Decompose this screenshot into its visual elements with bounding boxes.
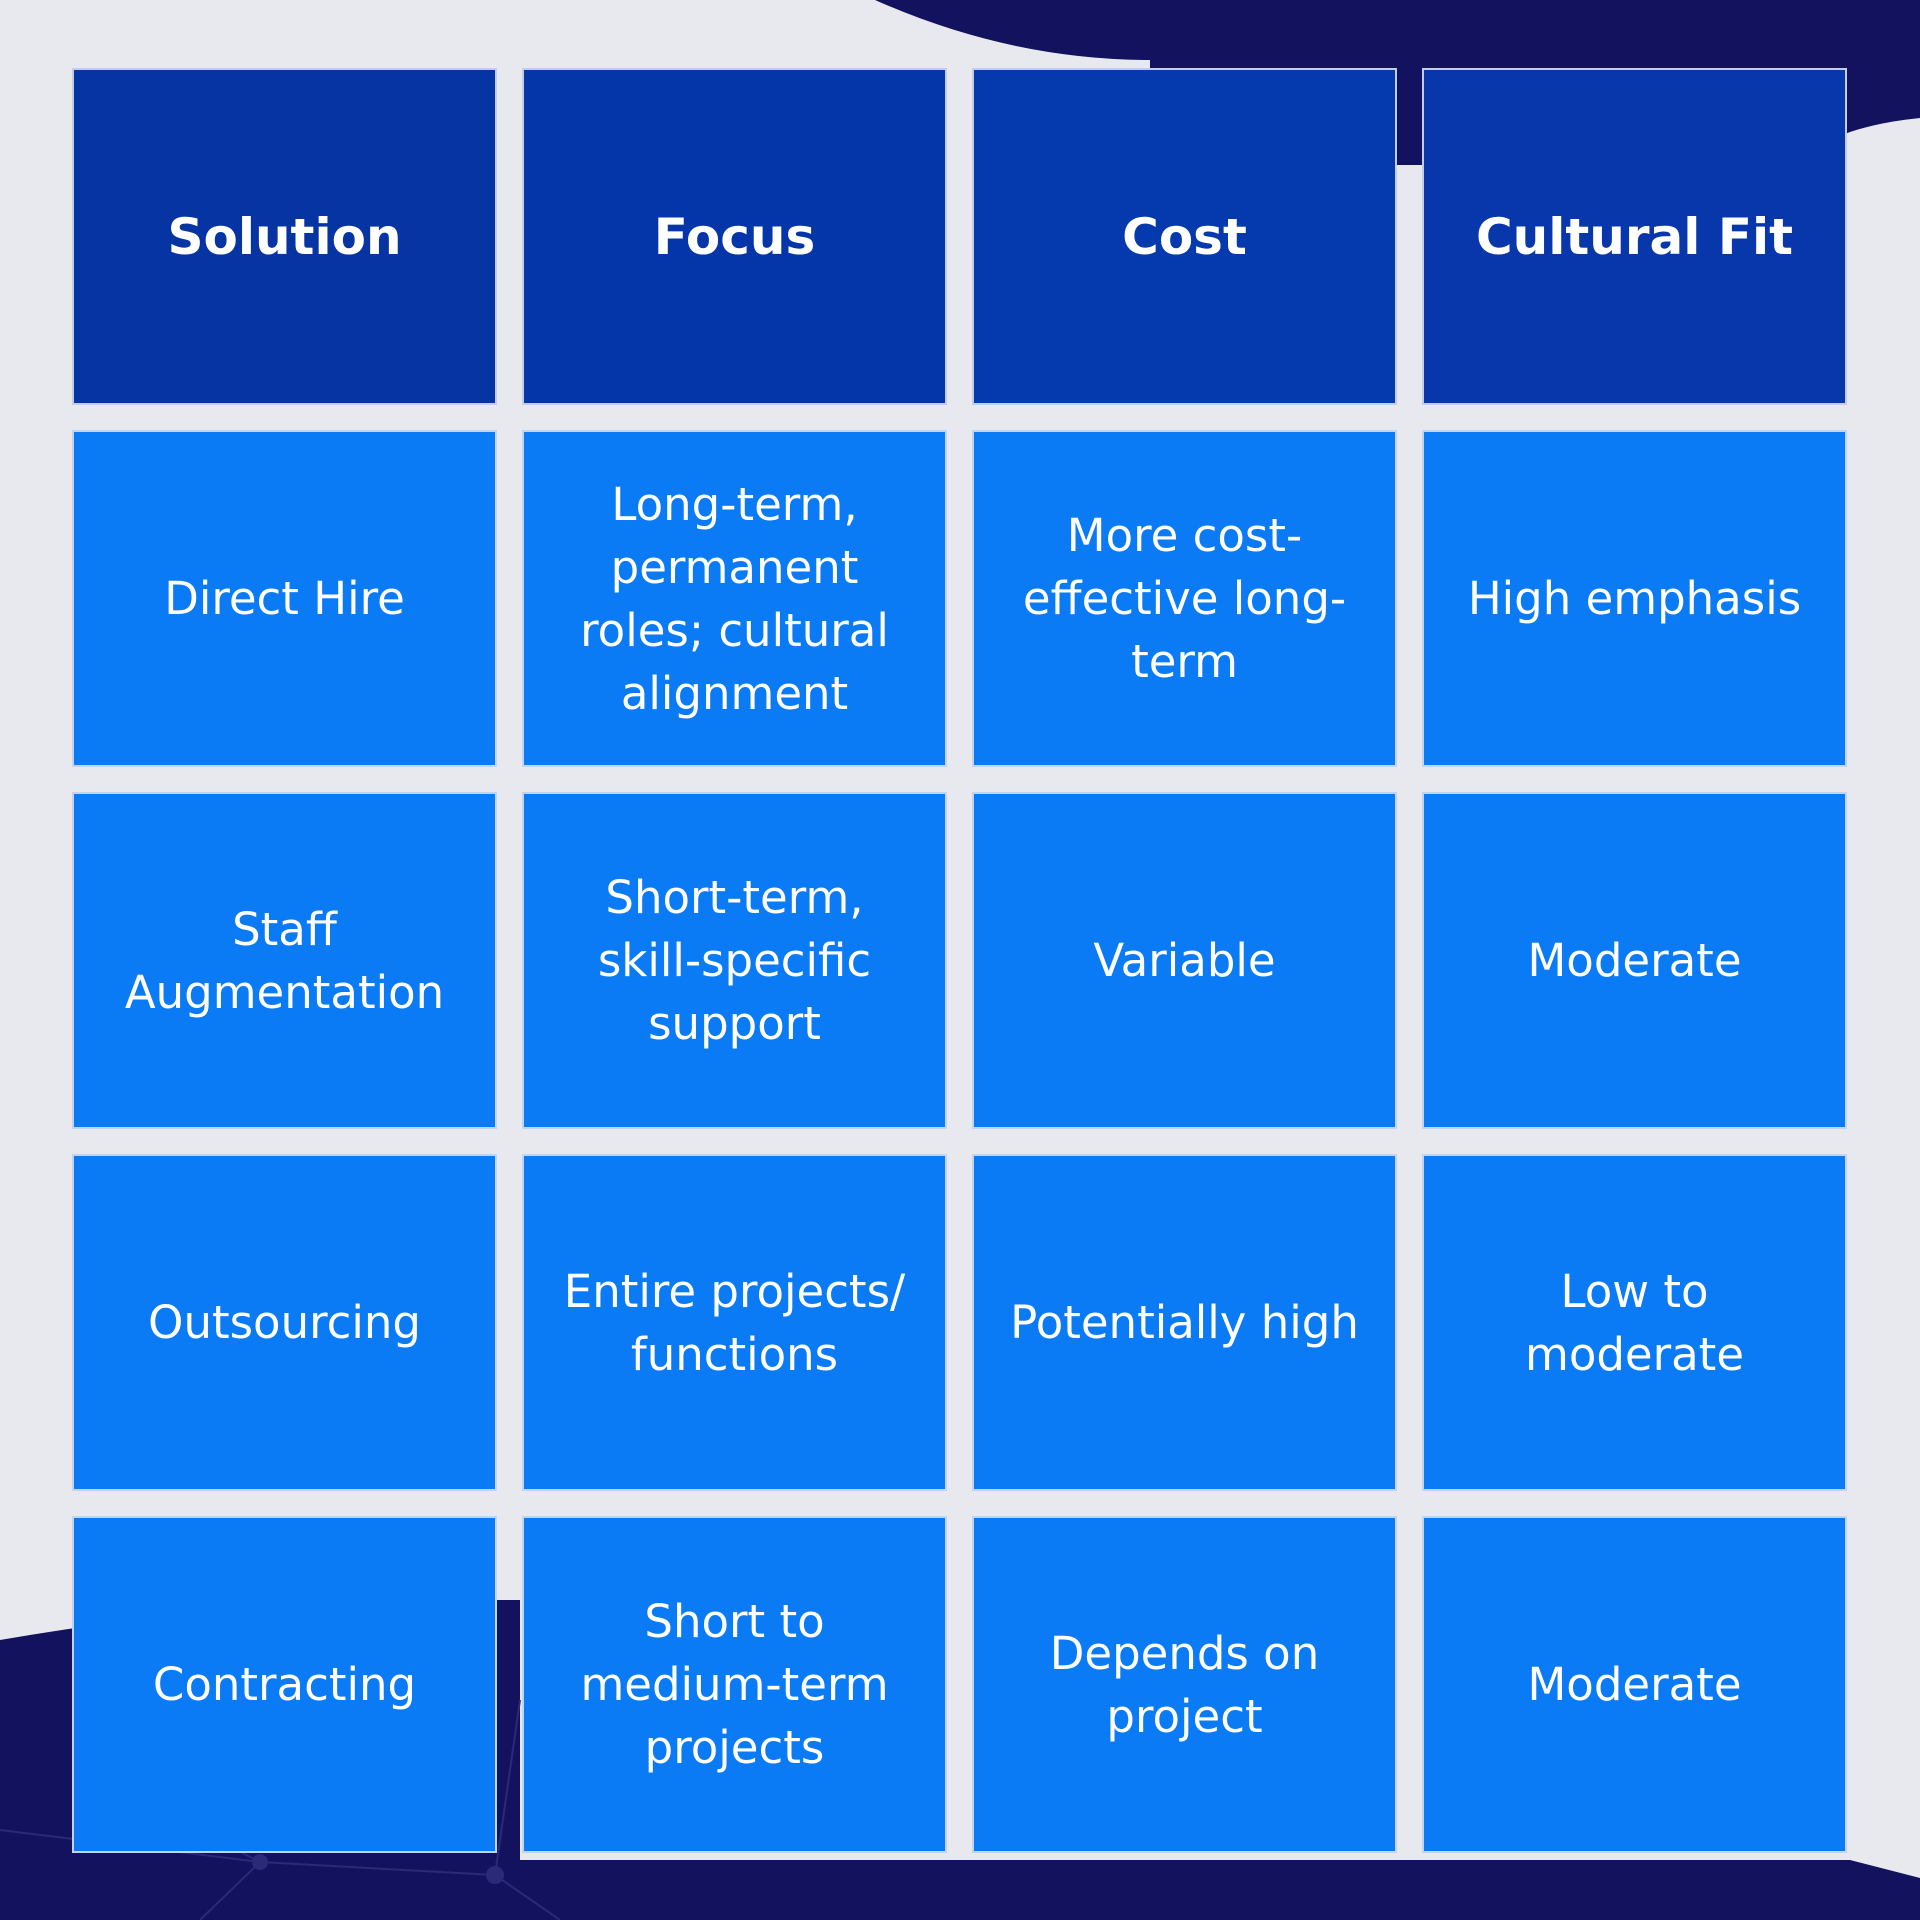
cell-text: Potentially high [1010,1296,1359,1349]
network-lines-decoration [0,1699,561,1920]
cell-text: Moderate [1527,934,1742,987]
header-solution-label: Solution [167,207,402,266]
cell-text: Contracting [152,1658,417,1711]
cell-direct-hire-cost: More cost-effective long-term [972,430,1397,767]
cell-direct-hire-solution: Direct Hire [72,430,497,767]
cell-contracting-focus: Short to medium-term projects [522,1516,947,1853]
cell-contracting-cost: Depends on project [972,1516,1397,1853]
cell-text: Short to medium-term projects [580,1595,889,1774]
cell-outsourcing-focus: Entire projects/ functions [522,1154,947,1491]
header-cultural-fit: Cultural Fit [1422,68,1847,405]
cell-staff-augmentation-focus: Short-term, skill-specific support [522,792,947,1129]
cell-text: Direct Hire [164,572,405,625]
cell-text: High emphasis [1467,572,1802,625]
cell-text: Variable [1093,934,1276,987]
cell-text: More cost-effective long-term [1022,509,1347,688]
header-focus-label: Focus [653,207,816,266]
cell-staff-augmentation-solution: Staff Augmentation [72,792,497,1129]
cell-text: Low to moderate [1524,1264,1745,1381]
cell-contracting-solution: Contracting [72,1516,497,1853]
header-solution: Solution [72,68,497,405]
cell-direct-hire-focus: Long-term, permanent roles; cultural ali… [522,430,947,767]
header-cost: Cost [972,68,1397,405]
cell-outsourcing-cultural-fit: Low to moderate [1422,1154,1847,1491]
comparison-table: Solution Focus Cost Cultural Fit Direct … [72,68,1849,1853]
cell-staff-augmentation-cost: Variable [972,792,1397,1129]
cell-text: Moderate [1527,1658,1742,1711]
cell-contracting-cultural-fit: Moderate [1422,1516,1847,1853]
cell-outsourcing-cost: Potentially high [972,1154,1397,1491]
header-focus: Focus [522,68,947,405]
cell-text: Outsourcing [148,1296,421,1349]
cell-text: Long-term, permanent roles; cultural ali… [580,477,889,720]
cell-staff-augmentation-cultural-fit: Moderate [1422,792,1847,1129]
cell-text: Depends on project [1049,1626,1320,1743]
cell-direct-hire-cultural-fit: High emphasis [1422,430,1847,767]
header-cultural-fit-label: Cultural Fit [1475,207,1794,266]
cell-text: Staff Augmentation [124,902,445,1019]
cell-outsourcing-solution: Outsourcing [72,1154,497,1491]
cell-text: Entire projects/ functions [563,1264,906,1381]
cell-text: Short-term, skill-specific support [597,871,872,1050]
header-cost-label: Cost [1122,207,1247,266]
